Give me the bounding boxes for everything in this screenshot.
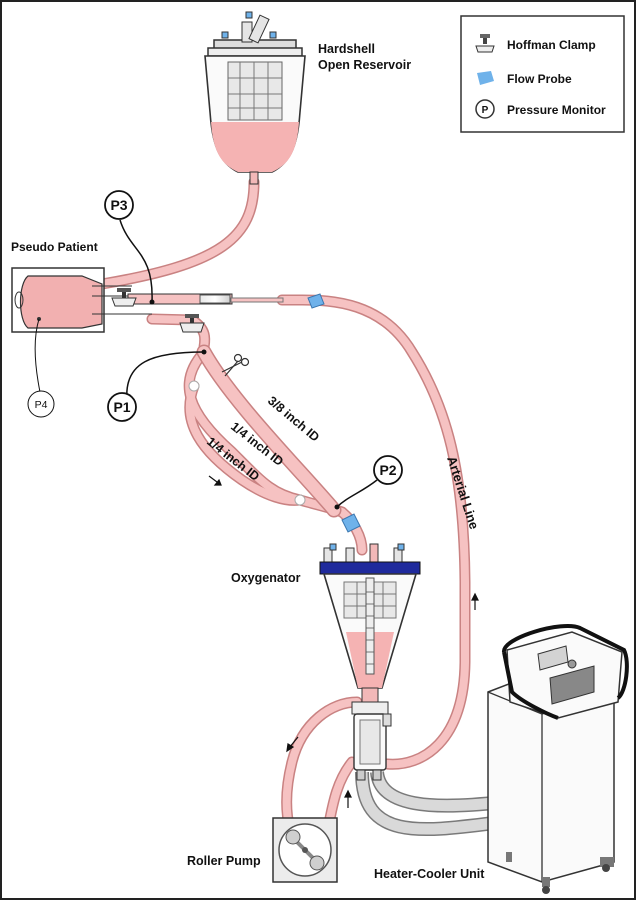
hardshell-reservoir [204,11,306,185]
legend-pressure-monitor: Pressure Monitor [507,103,606,117]
heater-water-lines [355,770,503,837]
pressure-monitor-p4 [27,318,55,418]
hoffman-clamp-venous [179,314,205,333]
flow-probe-arterial-icon [307,293,325,309]
heater-cooler-unit [487,624,629,894]
reservoir-label-line1: Hardshell [318,42,375,56]
roller-pump-label: Roller Pump [187,854,261,868]
pressure-monitor-p1 [107,349,207,422]
p3-label: P3 [110,197,127,213]
roller-pump [272,817,338,883]
patient-label: Pseudo Patient [11,240,98,254]
p2-label: P2 [379,462,396,478]
y-connectors [188,380,306,506]
oxygenator [319,543,421,781]
pressure-monitor-p3 [104,190,155,305]
flow-arrows [208,475,479,808]
pressure-monitor-p2 [334,455,403,510]
legend-hoffman-clamp: Hoffman Clamp [507,38,596,52]
tubing-network [96,176,471,860]
scissors-icon [221,353,250,377]
hoffman-clamp-patient [111,288,137,307]
oxygenator-label: Oxygenator [231,571,301,585]
legend-box: Hoffman Clamp Flow Probe P Pressure Moni… [460,15,625,133]
flow-probe-icon [477,71,494,85]
heater-cooler-label: Heater-Cooler Unit [374,867,485,881]
pseudo-patient [11,267,284,333]
p4-label: P4 [35,399,48,411]
reservoir-label-line2: Open Reservoir [318,58,411,72]
legend-pressure-symbol: P [482,105,489,116]
pressure-monitor-icon [475,99,495,119]
flow-probe-oxygenator-icon [341,513,361,533]
clamp-icon [475,34,495,53]
legend-flow-probe: Flow Probe [507,72,572,86]
p1-label: P1 [113,399,130,415]
